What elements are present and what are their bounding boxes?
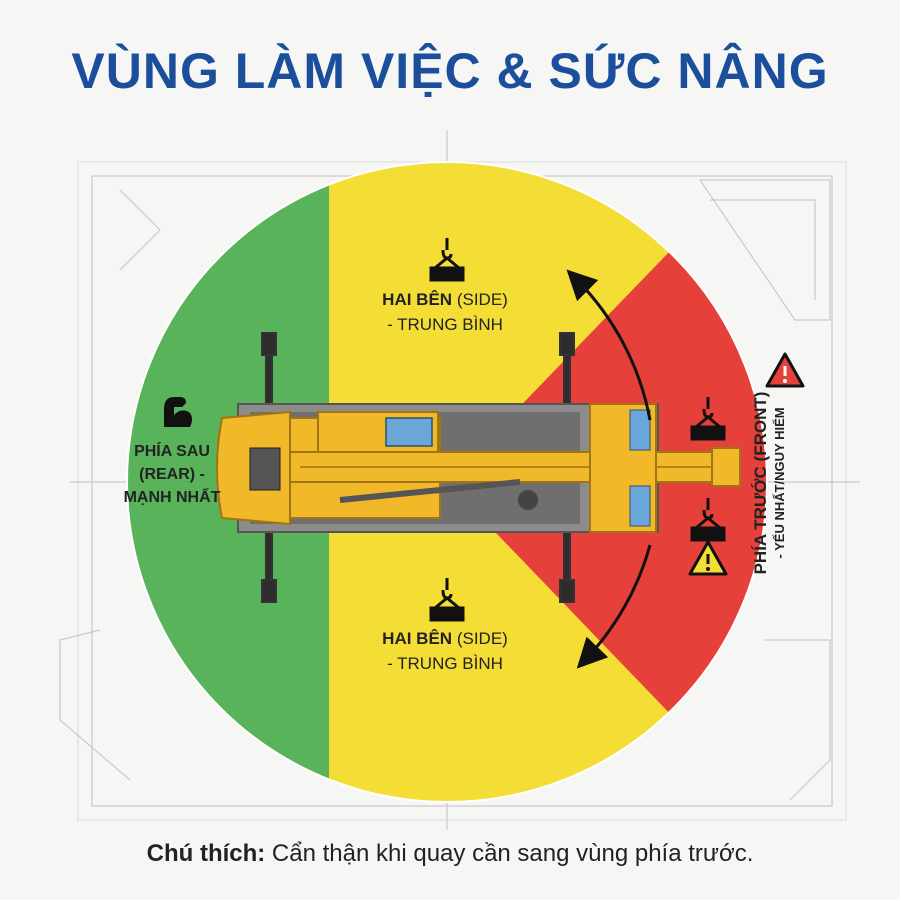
- front-zone-label: PHÍA TRƯỚC (FRONT) - YẾU NHẤT/NGUY HIỂM: [750, 323, 806, 643]
- rear-zone-line1: PHÍA SAU: [134, 443, 210, 460]
- crane-hook-load-icon: [690, 397, 726, 441]
- crane-hook-load-icon: [429, 578, 465, 622]
- side-bottom-tag: (SIDE): [456, 629, 508, 648]
- caption-label: Chú thích:: [146, 840, 266, 867]
- rotation-arrow-down: [576, 544, 652, 669]
- front-zone-main: PHÍA TRƯỚC (FRONT): [751, 391, 770, 575]
- crane-hook-load-icon: [690, 498, 726, 542]
- warning-triangle-icon: [765, 352, 805, 388]
- truck-window-bottom: [629, 485, 651, 527]
- winch-drum: [249, 447, 281, 491]
- rear-zone-line2: (REAR) -: [139, 466, 205, 484]
- side-zone-top-label: HAI BÊN (SIDE) - TRUNG BÌNH: [340, 288, 550, 337]
- page-title: VÙNG LÀM VIỆC & SỨC NÂNG: [71, 43, 829, 99]
- boom-cylinder: [339, 479, 521, 503]
- mobile-crane: [216, 332, 741, 603]
- zone-circle-outline: [126, 161, 768, 803]
- front-zone-sub: - YẾU NHẤT/NGUY HIỂM: [772, 407, 788, 559]
- side-top-rating: - TRUNG BÌNH: [387, 314, 503, 334]
- caption: Chú thích: Cẩn thận khi quay cần sang vù…: [0, 840, 900, 868]
- side-bottom-name: HAI BÊN: [382, 629, 453, 648]
- rotation-arrow-up: [566, 269, 652, 421]
- crane-cabin-window: [385, 417, 433, 447]
- caption-text: Cẩn thận khi quay cần sang vùng phía trư…: [265, 840, 754, 867]
- turntable: [518, 490, 538, 510]
- side-top-name: HAI BÊN: [382, 290, 453, 309]
- flexed-bicep-icon: [164, 397, 192, 427]
- warning-triangle-icon: [688, 540, 728, 576]
- rear-zone-label: PHÍA SAU (REAR) - MẠNH NHẤT: [112, 440, 232, 510]
- rear-zone-line3: MẠNH NHẤT: [123, 489, 221, 507]
- outriggers: [261, 332, 575, 603]
- side-bottom-rating: - TRUNG BÌNH: [387, 653, 503, 673]
- truck-window-top: [629, 409, 651, 451]
- crane-hook-load-icon: [429, 238, 465, 282]
- boom-head: [711, 447, 741, 487]
- side-top-tag: (SIDE): [456, 290, 508, 309]
- side-zone-bottom-label: HAI BÊN (SIDE) - TRUNG BÌNH: [340, 627, 550, 676]
